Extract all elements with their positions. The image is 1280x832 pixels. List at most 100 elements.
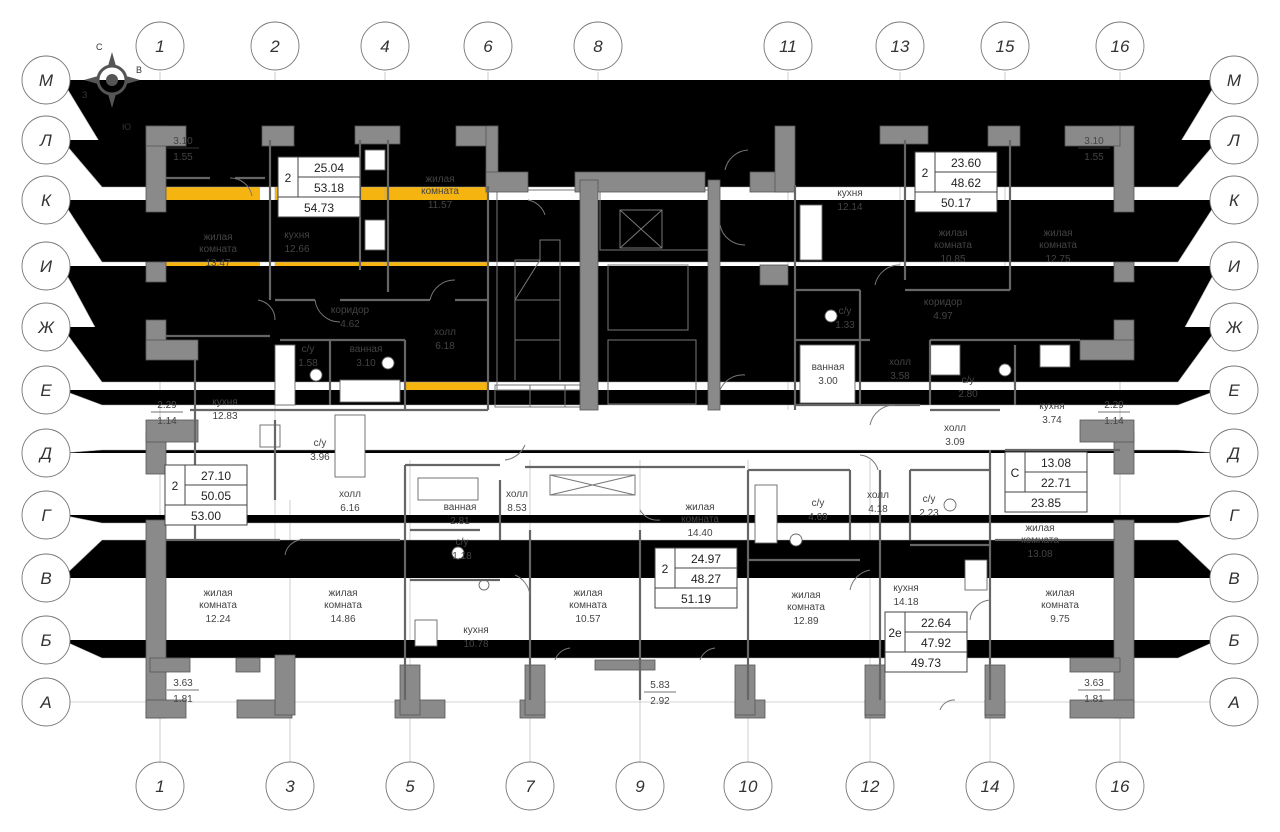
room-area: 4.69: [808, 512, 828, 523]
room-area: 10.78: [463, 639, 488, 650]
axis-left-2-label: К: [41, 191, 52, 210]
balcony-b2: 2.291.14: [151, 400, 183, 427]
room-area: 14.40: [687, 528, 712, 539]
axis-top-8: 16: [1095, 21, 1145, 71]
axis-left-6: Д: [21, 428, 71, 478]
room-name: комната: [681, 514, 719, 525]
axis-left-10-label: А: [39, 693, 51, 712]
room-area: 3.96: [310, 452, 330, 463]
axis-top-6-label: 13: [891, 37, 910, 56]
axis-left-9: Б: [21, 615, 71, 665]
room-name: комната: [934, 240, 972, 251]
room-r23: с/у1.33: [835, 306, 855, 331]
axis-right-6: Д: [1209, 428, 1259, 478]
room-area: 14.86: [330, 614, 355, 625]
balcony-b5: 3.101.55: [1078, 136, 1110, 163]
room-name: кухня: [1039, 401, 1064, 412]
axis-right-8-label: В: [1228, 569, 1239, 588]
room-name: жилая: [328, 588, 357, 599]
room-area: 12.75: [1045, 254, 1070, 265]
room-area: 4.97: [933, 311, 953, 322]
axis-left-8-label: В: [40, 569, 51, 588]
axis-top-6: 13: [875, 21, 925, 71]
apartment-total-area: 22.71: [1041, 476, 1071, 490]
axis-right-5-label: Е: [1228, 381, 1240, 400]
room-r9: с/у3.96: [310, 438, 330, 463]
room-r5: с/у1.58: [298, 344, 318, 369]
room-area: 10.57: [575, 614, 600, 625]
room-area: 2.81: [450, 516, 470, 527]
room-name: холл: [434, 327, 456, 338]
apartment-full-area: 23.85: [1031, 496, 1061, 510]
balcony-area: 3.63: [1084, 678, 1104, 689]
axis-bottom-2: 5: [385, 761, 435, 811]
room-area: 6.16: [340, 503, 360, 514]
axis-top-5-label: 11: [779, 37, 797, 56]
room-name: холл: [867, 490, 889, 501]
axis-right-1: Л: [1209, 115, 1259, 165]
room-name: комната: [421, 186, 459, 197]
apartment-type: 2: [172, 479, 179, 493]
balcony-b1: 3.101.55: [167, 136, 199, 163]
axis-bottom-5: 10: [723, 761, 773, 811]
axis-right-0-label: М: [1227, 71, 1242, 90]
balcony-b3: 3.631.81: [167, 678, 199, 705]
axis-bottom-5-label: 10: [739, 777, 758, 796]
room-area: 3.09: [945, 437, 965, 448]
apartment-living-area: 27.10: [201, 469, 231, 483]
room-name: комната: [199, 244, 237, 255]
apartment-type: 2: [922, 166, 929, 180]
axis-right-8: В: [1209, 553, 1259, 603]
axis-left-0: М: [21, 55, 71, 105]
room-area: 14.18: [893, 597, 918, 608]
apartment-type: 2е: [888, 626, 902, 640]
room-name: комната: [324, 600, 362, 611]
balcony-b6: 2.291.14: [1098, 400, 1130, 427]
interior-walls: [166, 140, 1120, 700]
room-area: 4.62: [340, 319, 360, 330]
room-area: 3.00: [818, 376, 838, 387]
room-name: с/у: [962, 375, 975, 386]
balcony-area: 2.29: [1104, 400, 1124, 411]
axis-left-4: Ж: [21, 302, 71, 352]
apartment-living-area: 24.97: [691, 552, 721, 566]
axis-bottom-2-label: 5: [405, 777, 415, 796]
room-name: с/у: [923, 494, 936, 505]
apartment-living-area: 13.08: [1041, 456, 1071, 470]
axis-bottom-4: 9: [615, 761, 665, 811]
exterior-walls: [145, 125, 1135, 719]
axis-bottom-3: 7: [505, 761, 555, 811]
axis-top-0-label: 1: [155, 37, 164, 56]
apartment-type: 2: [285, 171, 292, 185]
compass-south: Ю: [122, 122, 131, 132]
room-area: 3.10: [356, 358, 376, 369]
compass-east: В: [136, 65, 142, 75]
room-name: комната: [1041, 600, 1079, 611]
room-area: 13.08: [1027, 549, 1052, 560]
apartment-full-area: 49.73: [911, 656, 941, 670]
room-name: комната: [1021, 535, 1059, 546]
axis-bottom-8-label: 16: [1111, 777, 1130, 796]
balcony-reduced-area: 1.14: [157, 416, 177, 427]
room-area: 1.18: [452, 551, 472, 562]
room-area: 12.66: [284, 244, 309, 255]
room-name: жилая: [1025, 523, 1054, 534]
axis-left-5: Е: [21, 365, 71, 415]
apartment-full-area: 51.19: [681, 592, 711, 606]
room-area: 13.47: [205, 258, 230, 269]
balcony-reduced-area: 2.92: [650, 696, 670, 707]
axis-bottom-0-label: 1: [155, 777, 164, 796]
balcony-b4: 5.832.92: [644, 680, 676, 707]
